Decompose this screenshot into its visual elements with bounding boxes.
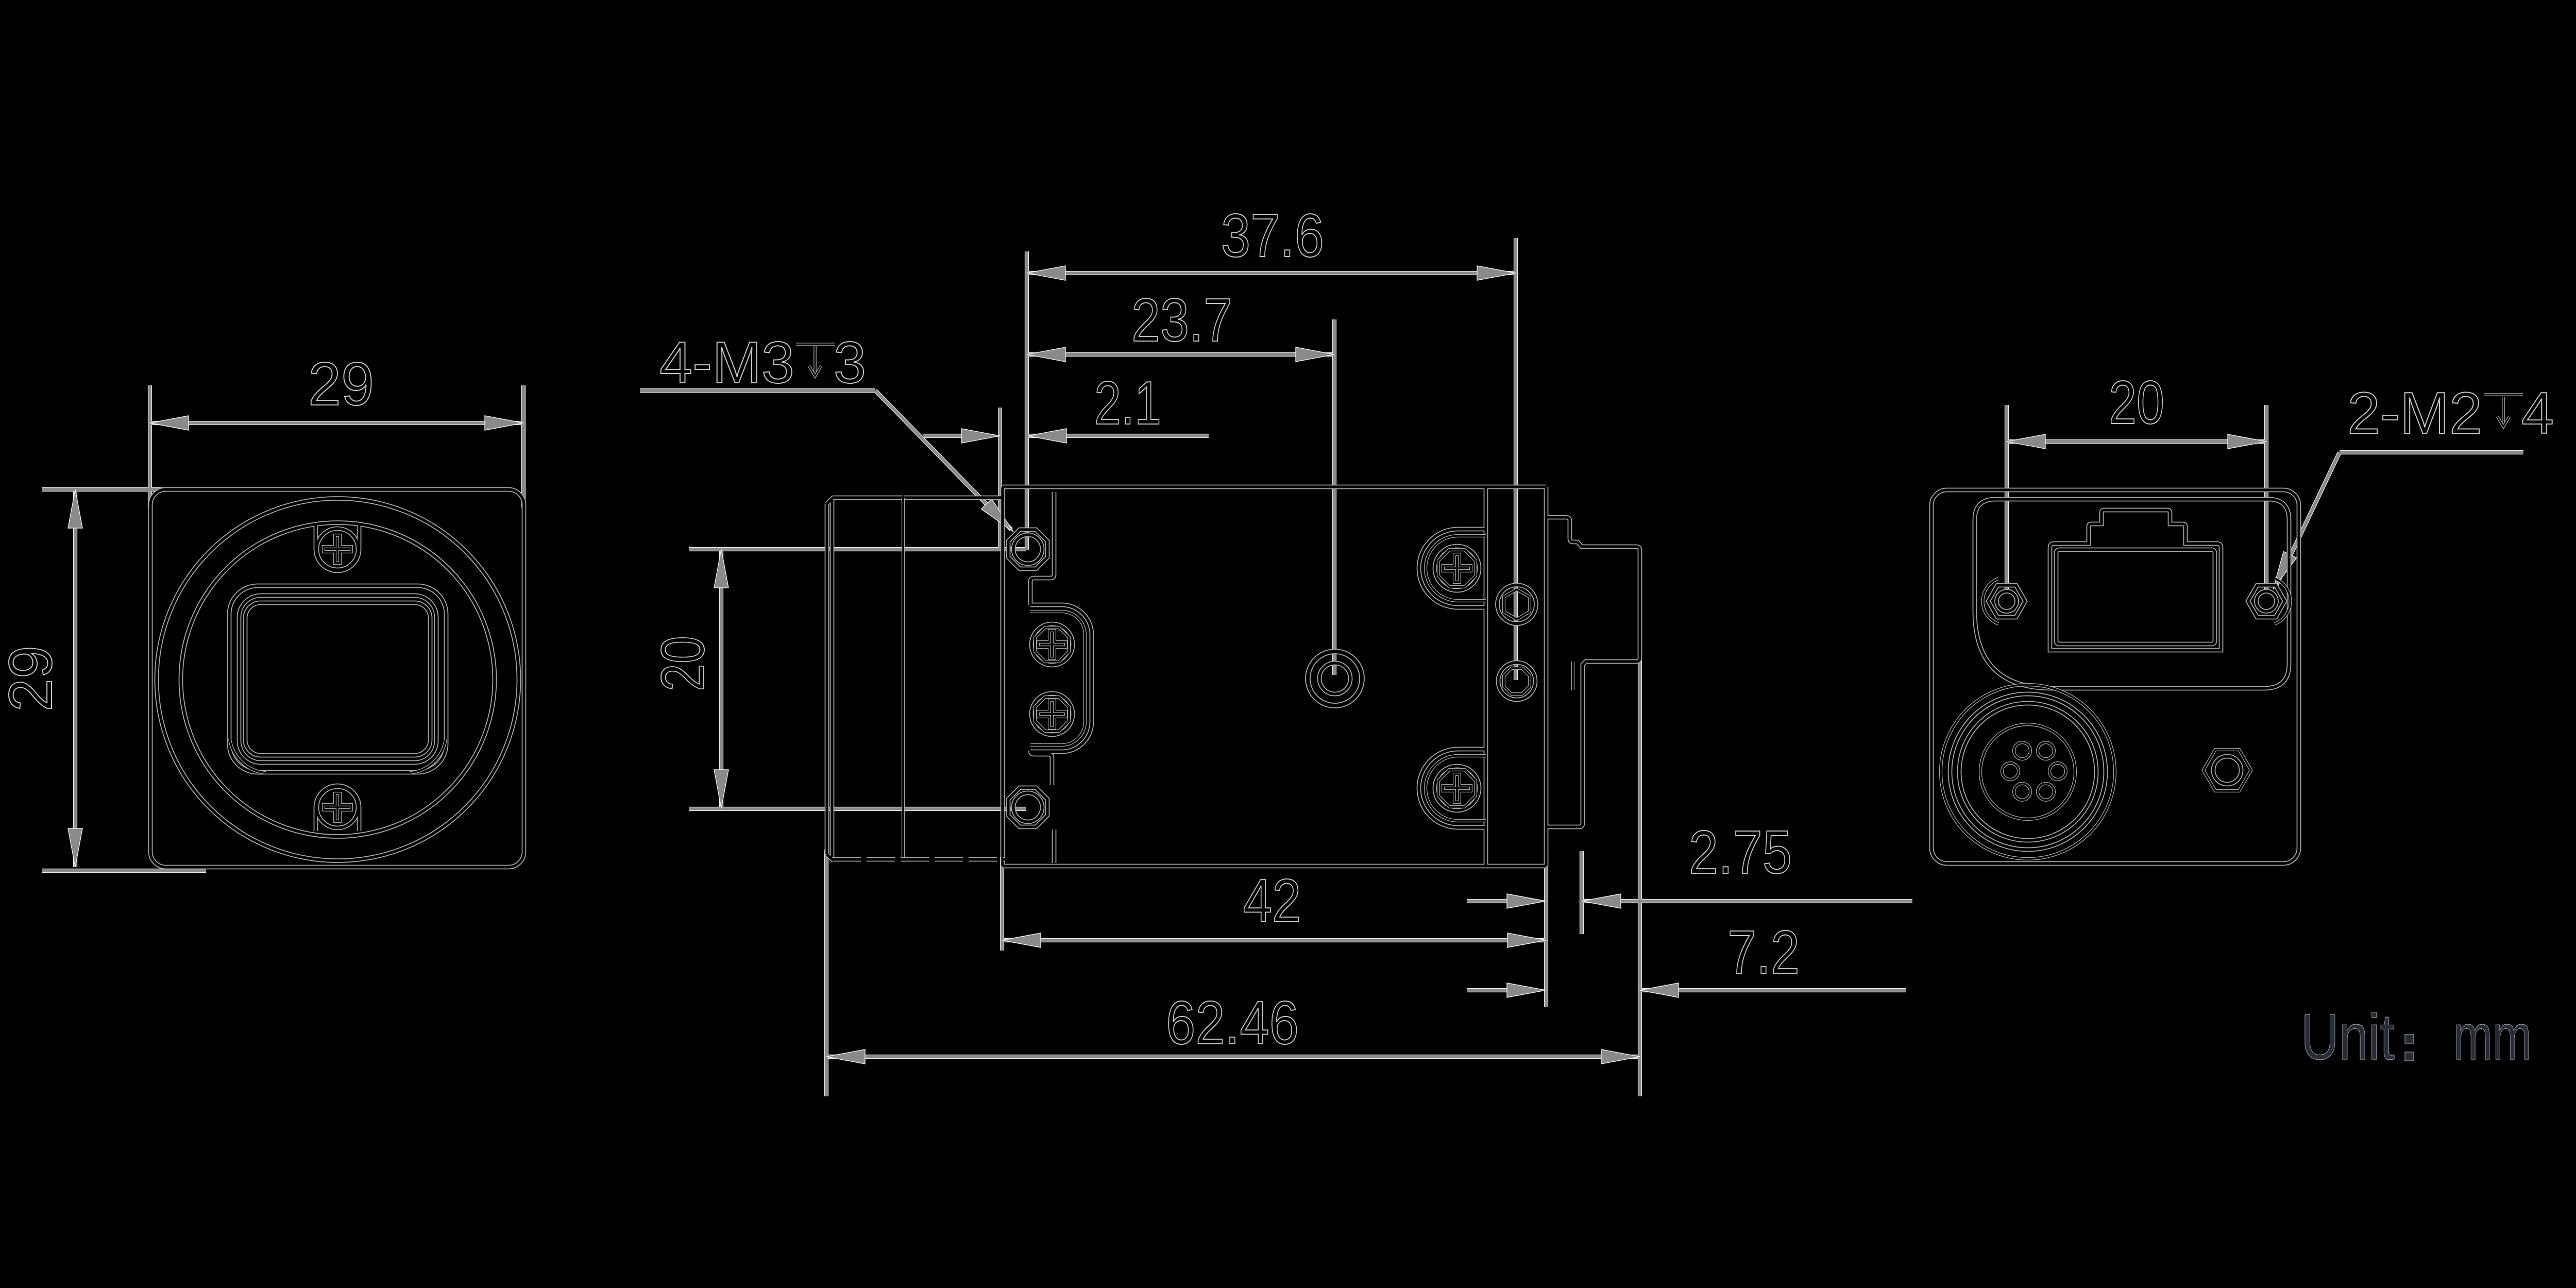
svg-text:37.6: 37.6 xyxy=(1221,201,1324,270)
svg-text:42: 42 xyxy=(1243,867,1301,935)
svg-text:2.1: 2.1 xyxy=(1094,369,1161,437)
svg-text:2.75: 2.75 xyxy=(1689,818,1792,887)
svg-text:4: 4 xyxy=(2521,381,2554,446)
svg-text:mm: mm xyxy=(2453,1001,2532,1073)
svg-text:3: 3 xyxy=(834,330,866,396)
svg-text:29: 29 xyxy=(0,646,65,711)
svg-text:62.46: 62.46 xyxy=(1166,989,1299,1057)
svg-text:Unit: Unit xyxy=(2301,1001,2395,1073)
svg-text:20: 20 xyxy=(2109,368,2164,437)
svg-text:23.7: 23.7 xyxy=(1131,286,1232,354)
svg-text:4-M3: 4-M3 xyxy=(659,330,794,396)
svg-text:20: 20 xyxy=(649,636,717,691)
svg-text:29: 29 xyxy=(308,350,374,418)
svg-text:2-M2: 2-M2 xyxy=(2347,381,2482,446)
svg-text:7.2: 7.2 xyxy=(1727,918,1800,987)
